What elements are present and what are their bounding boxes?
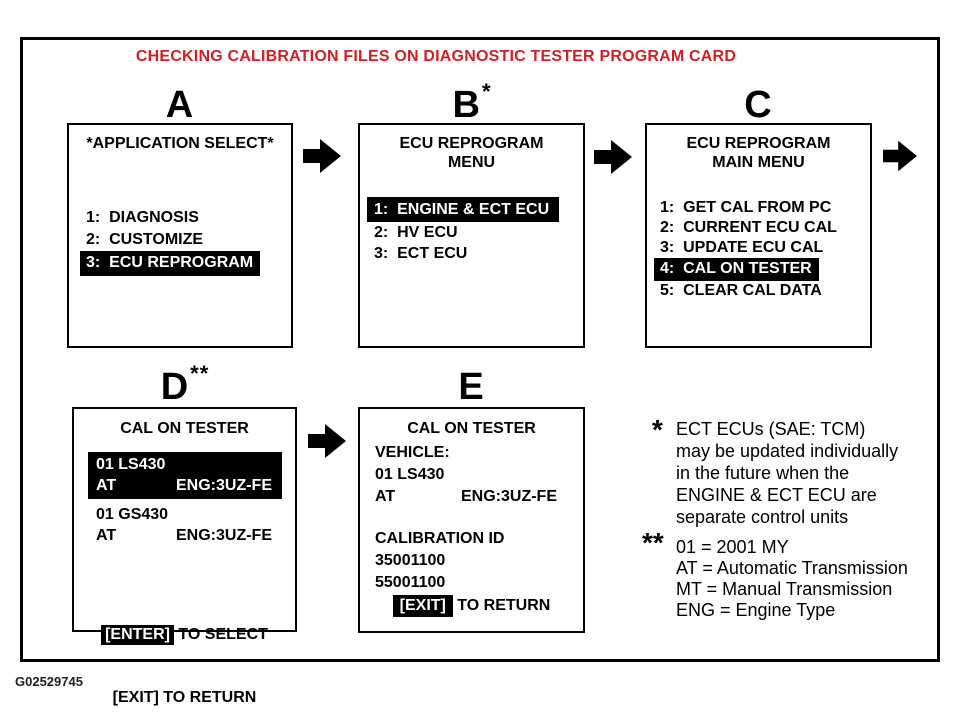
menu-item-label: 3: ECT ECU [374,245,468,262]
vehicle-entry: 01 GS430 AT ENG:3UZ-FE [88,502,282,549]
menu-item: 2: HV ECU [374,222,583,243]
enter-hint-text: TO SELECT [173,626,268,643]
vehicle-label: VEHICLE: [375,444,450,461]
footnote-double-star: ** 01 = 2001 MY AT = Automatic Transmiss… [642,529,908,621]
footnote-line: AT = Automatic Transmission [676,558,908,578]
vehicle-entry-selected: 01 LS430 AT ENG:3UZ-FE [88,452,282,499]
screen-d-cal-on-tester-list: CAL ON TESTER 01 LS430 AT ENG:3UZ-FE 01 … [72,407,297,706]
menu-item-label: 5: CLEAR CAL DATA [660,282,822,299]
footnote-line: separate control units [676,507,849,527]
vehicle-engine: ENG:3UZ-FE [176,527,272,544]
screen-a-menu: 1: DIAGNOSIS 2: CUSTOMIZE 3: ECU REPROGR… [69,207,291,276]
footnote-line: ECT ECUs (SAE: TCM) [676,419,866,439]
footnote-line: 01 = 2001 MY [676,537,789,557]
footnote-line: ENG = Engine Type [676,600,836,620]
label-letter-a: A [165,84,195,126]
exit-hint-text: TO RETURN [452,597,551,614]
footnote-line: in the future when the [676,463,850,483]
vehicle-model: 01 LS430 [96,456,166,473]
screen-label-a: A [67,86,293,124]
footnote-line: may be updated individually [676,441,899,461]
vehicle-transmission: AT [96,477,117,494]
double-asterisk-marker: ** [642,527,664,558]
menu-item: 2: CUSTOMIZE [86,229,291,251]
vehicle-engine: ENG:3UZ-FE [176,477,272,494]
figure-id: G02529745 [15,674,83,689]
screen-d-title: CAL ON TESTER [120,420,249,437]
vehicle-model: 01 LS430 [375,466,445,483]
screen-e-cal-on-tester-detail: CAL ON TESTER VEHICLE: 01 LS430 AT ENG:3… [358,407,585,633]
screen-c-menu: 1: GET CAL FROM PC 2: CURRENT ECU CAL 3:… [647,198,870,301]
vehicle-transmission: AT [96,527,117,544]
menu-item-label: 1: GET CAL FROM PC [660,199,832,216]
menu-item: 3: ECU REPROGRAM [80,251,291,276]
vehicle-model: 01 GS430 [96,506,169,523]
screen-label-b: B* [358,81,585,126]
flow-arrow-icon-c-to-next [883,139,921,173]
screen-label-d: D** [72,363,297,408]
menu-item: 3: UPDATE ECU CAL [660,238,870,258]
menu-item-label-selected: 3: ECU REPROGRAM [80,251,261,276]
menu-item: 5: CLEAR CAL DATA [660,281,870,301]
calibration-id-label: CALIBRATION ID [375,530,505,547]
menu-item: 2: CURRENT ECU CAL [660,218,870,238]
vehicle-list: 01 LS430 AT ENG:3UZ-FE 01 GS430 AT ENG:3… [88,452,282,549]
exit-hint-line: [EXIT] TO RETURN [112,689,257,706]
footnote-ref-double-star: ** [190,361,210,387]
vehicle-transmission: AT [375,488,396,505]
screen-a-title: *APPLICATION SELECT* [86,135,274,152]
label-letter-c: C [744,84,773,126]
menu-item-label-selected: 1: ENGINE & ECT ECU [367,197,560,222]
screen-c-title: ECU REPROGRAM MAIN MENU [686,135,831,171]
screen-e-title: CAL ON TESTER [407,420,536,437]
screen-d-footer: [ENTER] TO SELECT [EXIT] TO RETURN [74,582,295,722]
menu-item: 3: ECT ECU [374,243,583,264]
calibration-id-value: 55001100 [375,574,446,591]
menu-item-label: 3: UPDATE ECU CAL [660,239,824,256]
screen-b-title: ECU REPROGRAM MENU [399,135,544,171]
menu-item: 1: GET CAL FROM PC [660,198,870,218]
screen-c-ecu-reprogram-main-menu: ECU REPROGRAM MAIN MENU 1: GET CAL FROM … [645,123,872,348]
menu-item: 1: ENGINE & ECT ECU [367,197,583,222]
vehicle-engine: ENG:3UZ-FE [461,488,557,505]
screen-label-c: C [645,86,872,124]
screen-e-body: VEHICLE: 01 LS430 AT ENG:3UZ-FE CALIBRAT… [375,442,557,594]
flow-arrow-icon-a-to-b [303,139,341,173]
menu-item-label: 2: HV ECU [374,224,458,241]
footnote-star: * ECT ECUs (SAE: TCM) may be updated ind… [652,416,899,528]
menu-item-label: 2: CUSTOMIZE [86,231,204,248]
footnote-line: ENGINE & ECT ECU are [676,485,877,505]
screen-label-e: E [358,368,585,406]
screen-e-footer: [EXIT] TO RETURN [360,595,583,617]
label-letter-b: B [452,84,481,126]
label-letter-e: E [458,366,485,408]
menu-item: 1: DIAGNOSIS [86,207,291,229]
footnote-line: MT = Manual Transmission [676,579,893,599]
asterisk-marker: * [652,414,663,445]
flow-arrow-icon-d-to-e [308,424,346,458]
label-letter-d: D [160,366,190,408]
menu-item-label: 1: DIAGNOSIS [86,209,199,226]
menu-item-label: 2: CURRENT ECU CAL [660,219,837,236]
flow-arrow-icon-b-to-c [594,140,632,174]
menu-item: 4: CAL ON TESTER [654,258,870,281]
screen-a-application-select: *APPLICATION SELECT* 1: DIAGNOSIS 2: CUS… [67,123,293,348]
calibration-id-value: 35001100 [375,552,446,569]
screen-b-ecu-reprogram-menu: ECU REPROGRAM MENU 1: ENGINE & ECT ECU 2… [358,123,585,348]
enter-key-label: [ENTER] [101,625,174,645]
exit-key-label: [EXIT] [392,595,453,617]
figure-title: CHECKING CALIBRATION FILES ON DIAGNOSTIC… [135,48,737,65]
screen-b-menu: 1: ENGINE & ECT ECU 2: HV ECU 3: ECT ECU [360,197,583,264]
menu-item-label-selected: 4: CAL ON TESTER [654,258,819,281]
enter-hint-line: [ENTER] TO SELECT [74,624,295,645]
footnote-ref-star: * [481,79,492,105]
